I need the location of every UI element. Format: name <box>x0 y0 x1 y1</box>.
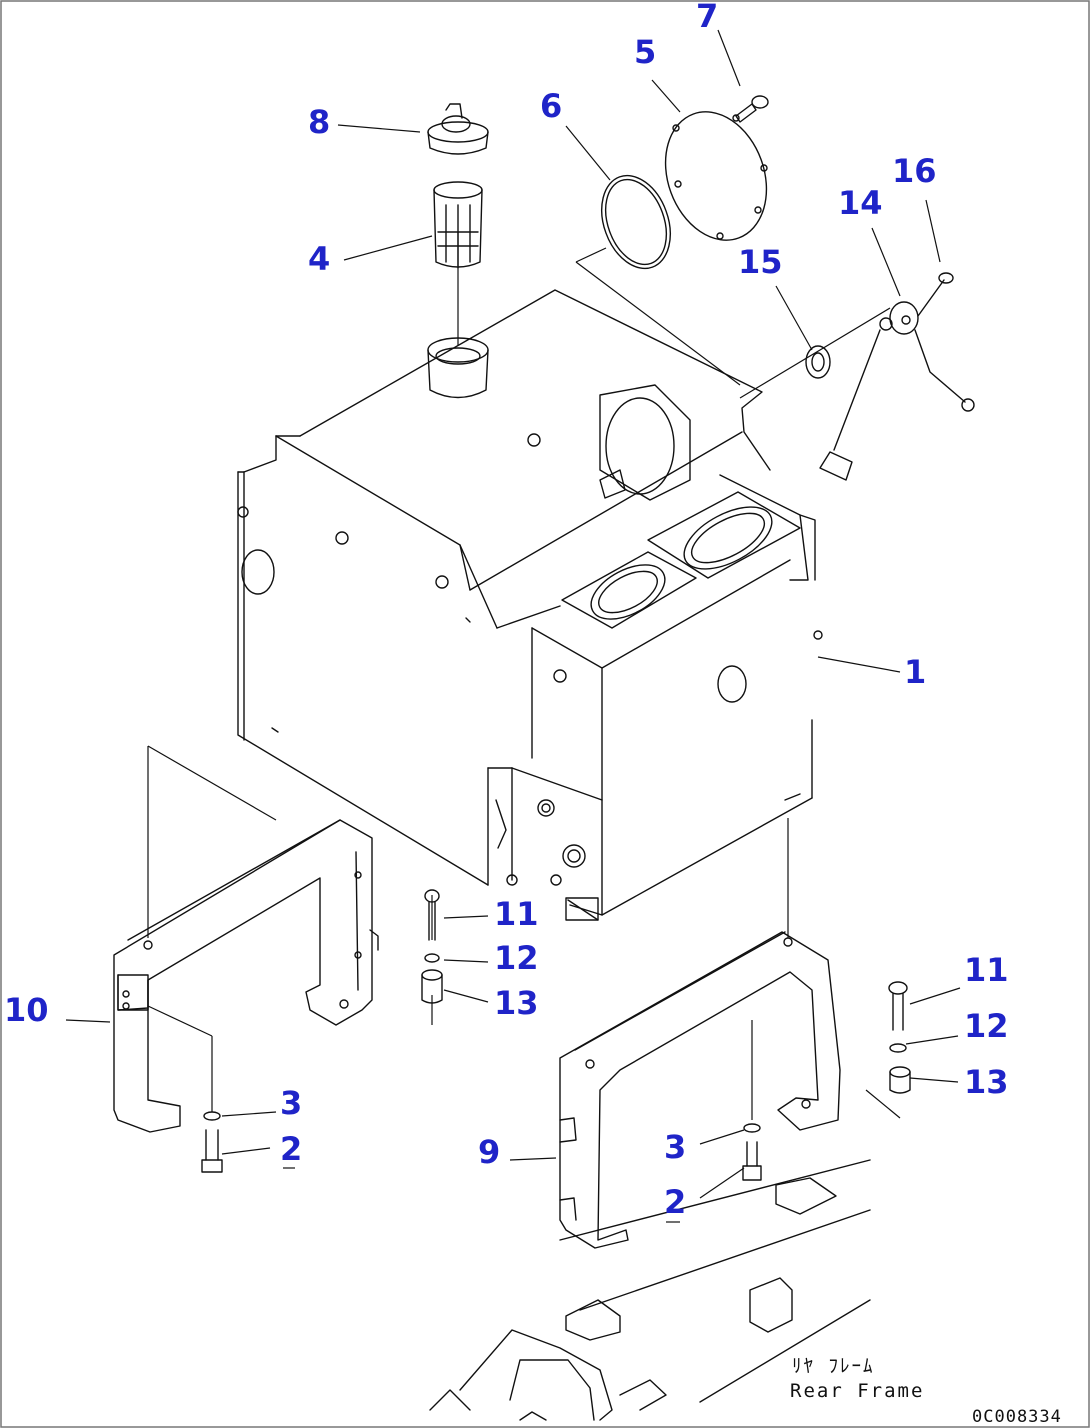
cover-bolt <box>735 95 769 123</box>
filler-cap <box>427 103 489 155</box>
callout-12-right: 12 <box>964 1007 1009 1045</box>
callout-3-right: 3 <box>664 1128 686 1166</box>
gasket <box>601 174 671 270</box>
callout-13-left: 13 <box>494 984 539 1022</box>
callout-16: 16 <box>892 152 937 190</box>
rear-frame <box>429 1159 871 1421</box>
callout-5: 5 <box>634 33 656 71</box>
left-mounting-bracket <box>113 819 379 1133</box>
callout-numbers: 1 2 2 3 3 4 5 6 7 8 9 10 11 12 13 11 12 … <box>4 0 1009 1221</box>
callout-10: 10 <box>4 991 49 1029</box>
callout-13-right: 13 <box>964 1063 1009 1101</box>
callout-1: 1 <box>904 653 926 691</box>
drawing-number: 0C008334 <box>972 1407 1062 1427</box>
callout-2-right: 2 <box>664 1183 686 1221</box>
cover-plate <box>664 111 768 241</box>
callout-11-right: 11 <box>964 951 1009 989</box>
callout-leaders <box>65 29 961 1223</box>
callout-7: 7 <box>696 0 718 35</box>
callout-8: 8 <box>308 103 330 141</box>
strainer <box>433 181 483 269</box>
right-mounting-bracket <box>559 931 841 1249</box>
rear-frame-label-jp: ﾘﾔ ﾌﾚｰﾑ <box>792 1355 874 1377</box>
fasteners <box>201 889 911 1181</box>
callout-15: 15 <box>738 243 783 281</box>
callout-6: 6 <box>540 87 562 125</box>
callout-14: 14 <box>838 184 883 222</box>
callout-12-left: 12 <box>494 939 539 977</box>
callout-3-left: 3 <box>280 1084 302 1122</box>
sensor-assembly <box>805 272 975 481</box>
rear-frame-label-en: Rear Frame <box>790 1380 924 1402</box>
callout-2-left: 2 <box>280 1130 302 1168</box>
callout-4: 4 <box>308 240 330 278</box>
callout-9: 9 <box>478 1133 500 1171</box>
hydraulic-tank <box>237 289 823 921</box>
callout-11-left: 11 <box>494 895 539 933</box>
